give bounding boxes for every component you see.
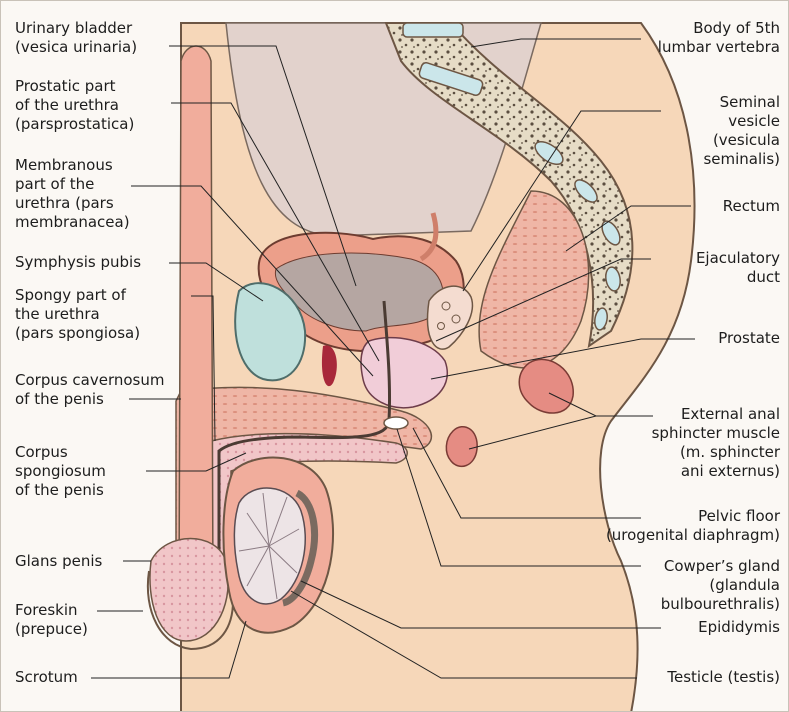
label-lumbar-vertebra: Body of 5th lumbar vertebra (658, 19, 780, 57)
label-spongy-urethra: Spongy part of the urethra (pars spongio… (15, 286, 140, 343)
penile-shaft (179, 46, 213, 606)
label-foreskin: Foreskin (prepuce) (15, 601, 88, 639)
label-external-anal-sphincter: External anal sphincter muscle (m. sphin… (652, 405, 780, 481)
label-prostate: Prostate (718, 329, 780, 348)
label-prostatic-urethra: Prostatic part of the urethra (parsprost… (15, 77, 134, 134)
label-rectum: Rectum (723, 197, 780, 216)
external-anal-sphincter-anterior (446, 427, 477, 467)
label-pelvic-floor: Pelvic floor (urogenital diaphragm) (606, 507, 780, 545)
vertebral-disc (403, 23, 463, 37)
label-cowpers-gland: Cowper’s gland (glandula bulbourethralis… (661, 557, 780, 614)
label-ejaculatory-duct: Ejaculatory duct (696, 249, 780, 287)
label-symphysis-pubis: Symphysis pubis (15, 253, 141, 272)
label-corpus-spongiosum: Corpus spongiosum of the penis (15, 443, 106, 500)
label-membranous-urethra: Membranous part of the urethra (pars mem… (15, 156, 130, 232)
label-scrotum: Scrotum (15, 668, 78, 687)
cowpers-gland (384, 417, 408, 429)
label-seminal-vesicle: Seminal vesicle (vesicula seminalis) (703, 93, 780, 169)
label-urinary-bladder: Urinary bladder (vesica urinaria) (15, 19, 137, 57)
label-epididymis: Epididymis (698, 618, 780, 637)
label-corpus-cavernosum: Corpus cavernosum of the penis (15, 371, 165, 409)
label-glans-penis: Glans penis (15, 552, 102, 571)
label-testicle: Testicle (testis) (667, 668, 780, 687)
